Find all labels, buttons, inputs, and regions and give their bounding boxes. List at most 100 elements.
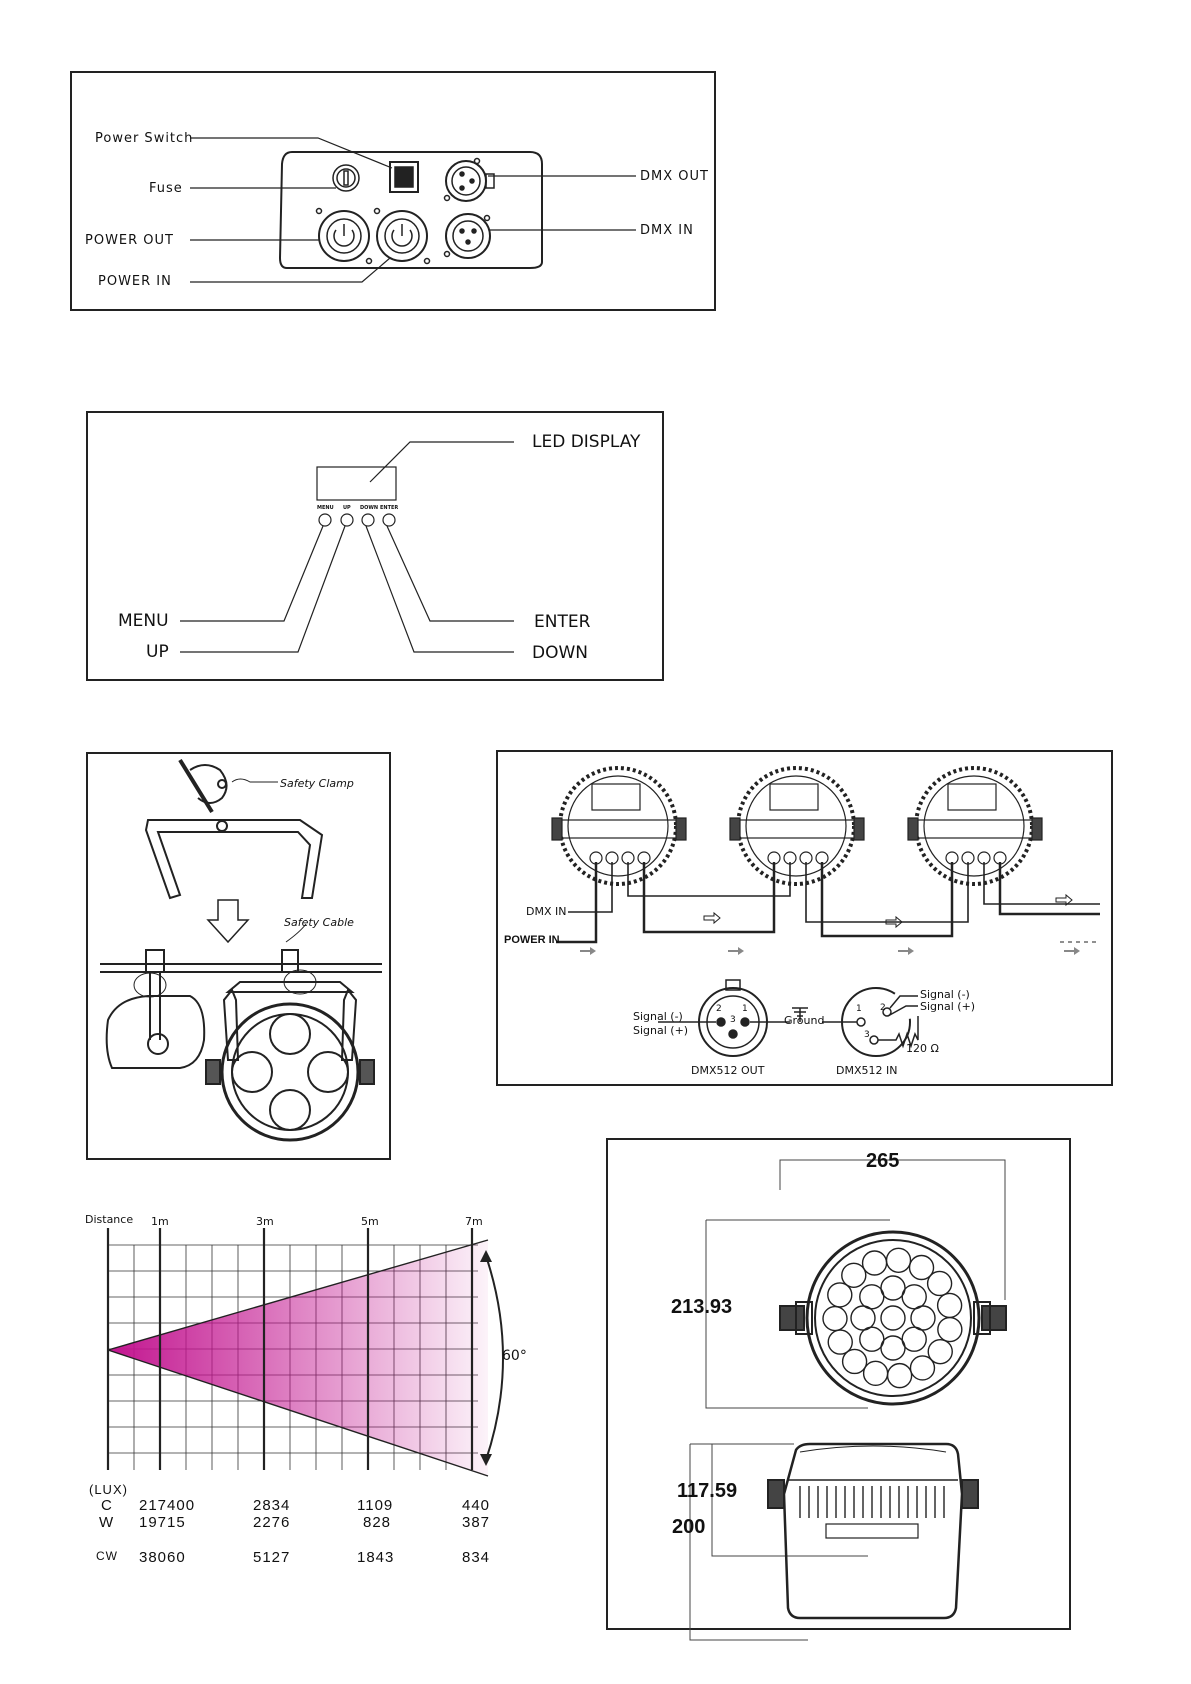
- beam-edge-top: [107, 1239, 489, 1351]
- rear-panel-diagram: [70, 71, 716, 311]
- wiring-diagram: [496, 750, 1113, 1086]
- enter-label: ENTER: [534, 612, 591, 632]
- fixture-2-icon: [729, 766, 865, 886]
- lux-c-3m: 2834: [253, 1497, 291, 1514]
- distance-1m: 1m: [151, 1215, 169, 1228]
- led-lens: [861, 1250, 888, 1276]
- pin1-out: 1: [742, 1004, 748, 1014]
- lux-w-7m: 387: [462, 1514, 491, 1531]
- signal-minus-in-label: Signal (-): [920, 988, 970, 1001]
- power-in-wiring-label: POWER IN: [504, 934, 560, 946]
- lux-c-7m: 440: [462, 1497, 491, 1514]
- down-label: DOWN: [532, 643, 588, 663]
- fuse-label: Fuse: [149, 181, 183, 196]
- lux-row-cw-name: CW: [96, 1549, 118, 1563]
- lux-c-5m: 1109: [357, 1497, 394, 1514]
- led-lens: [859, 1284, 885, 1310]
- led-lens: [841, 1262, 867, 1288]
- distance-5m: 5m: [361, 1215, 379, 1228]
- dim-depth-1-label: 117.59: [677, 1480, 738, 1502]
- dim-width-label: 265: [866, 1150, 900, 1172]
- fuse-icon: [332, 164, 360, 192]
- beam-angle-arrow: [485, 1255, 504, 1461]
- ground-label: Ground: [784, 1014, 825, 1027]
- led-lens: [841, 1348, 868, 1375]
- led-lens: [850, 1305, 876, 1331]
- led-lens: [927, 1338, 953, 1365]
- menu-button-icon: [318, 513, 332, 527]
- power-switch-icon: [389, 161, 419, 193]
- menu-label: MENU: [118, 611, 169, 631]
- power-out-label: POWER OUT: [85, 233, 174, 248]
- led-lens: [880, 1305, 906, 1331]
- distance-label: Distance: [85, 1213, 134, 1226]
- enter-button-icon: [382, 513, 396, 527]
- power-out-connector-icon: [318, 210, 370, 262]
- safety-clamp-label: Safety Clamp: [280, 777, 354, 790]
- led-display-icon: [316, 466, 397, 501]
- beam-cone: [108, 1240, 488, 1476]
- signal-plus-out-label: Signal (+): [633, 1024, 689, 1037]
- led-lens: [909, 1355, 936, 1381]
- signal-minus-out-label: Signal (-): [633, 1010, 683, 1023]
- lux-cw-7m: 834: [462, 1549, 491, 1566]
- distance-3m: 3m: [256, 1215, 274, 1228]
- power-in-label: POWER IN: [98, 274, 172, 289]
- led-display-label: LED DISPLAY: [532, 432, 641, 452]
- led-lens: [926, 1270, 953, 1297]
- dmx512-in-label: DMX512 IN: [836, 1064, 898, 1077]
- led-lens: [880, 1275, 906, 1301]
- lux-w-3m: 2276: [253, 1514, 291, 1531]
- safety-cable-label: Safety Cable: [284, 916, 354, 929]
- dim-depth-2-label: 200: [672, 1516, 706, 1538]
- down-button-icon: [361, 513, 375, 527]
- led-lens: [862, 1360, 889, 1387]
- led-lens: [885, 1247, 912, 1273]
- lux-cw-1m: 38060: [139, 1549, 186, 1566]
- btn-down-text: DOWN: [360, 505, 379, 511]
- mounting-diagram: [86, 752, 391, 1160]
- lux-row-w-name: W: [99, 1514, 115, 1531]
- dmx-out-label: DMX OUT: [640, 169, 709, 184]
- led-lens: [901, 1326, 927, 1352]
- dim-height-label: 213.93: [671, 1296, 733, 1318]
- dimensions-diagram: [606, 1138, 1071, 1630]
- beam-edge-bottom: [107, 1349, 489, 1477]
- pin1-in: 1: [856, 1004, 862, 1014]
- dmx-in-label: DMX IN: [640, 223, 694, 238]
- dmx-in-wiring-label: DMX IN: [526, 905, 567, 918]
- up-label: UP: [146, 642, 169, 662]
- lux-cw-5m: 1843: [357, 1549, 395, 1566]
- control-panel-diagram: [86, 411, 664, 681]
- power-switch-label: Power Switch: [95, 131, 194, 146]
- led-lens: [880, 1335, 906, 1361]
- distance-7m: 7m: [465, 1215, 483, 1228]
- led-lens: [827, 1329, 853, 1355]
- pin3-out: 3: [730, 1015, 736, 1025]
- lux-cw-3m: 5127: [253, 1549, 291, 1566]
- pin2-in: 2: [880, 1003, 886, 1013]
- pin2-out: 2: [716, 1004, 722, 1014]
- pin3-in: 3: [864, 1030, 870, 1040]
- front-view-fixture-icon: [805, 1230, 981, 1406]
- lux-label: (LUX): [89, 1482, 128, 1497]
- led-lens: [859, 1326, 885, 1352]
- lux-row-c-name: C: [101, 1497, 113, 1514]
- lux-w-1m: 19715: [139, 1514, 186, 1531]
- led-lens: [908, 1254, 935, 1281]
- led-lens: [936, 1292, 963, 1319]
- led-lens: [910, 1305, 936, 1331]
- dmx512-out-label: DMX512 OUT: [691, 1064, 765, 1077]
- signal-plus-in-label: Signal (+): [920, 1000, 976, 1013]
- dmx-in-connector-icon: [445, 213, 491, 259]
- led-lens: [937, 1316, 963, 1343]
- power-in-connector-icon: [376, 210, 428, 262]
- lux-c-1m: 217400: [139, 1497, 196, 1514]
- resistor-label: 120 Ω: [906, 1042, 939, 1055]
- side-view-fixture-icon: [782, 1442, 964, 1620]
